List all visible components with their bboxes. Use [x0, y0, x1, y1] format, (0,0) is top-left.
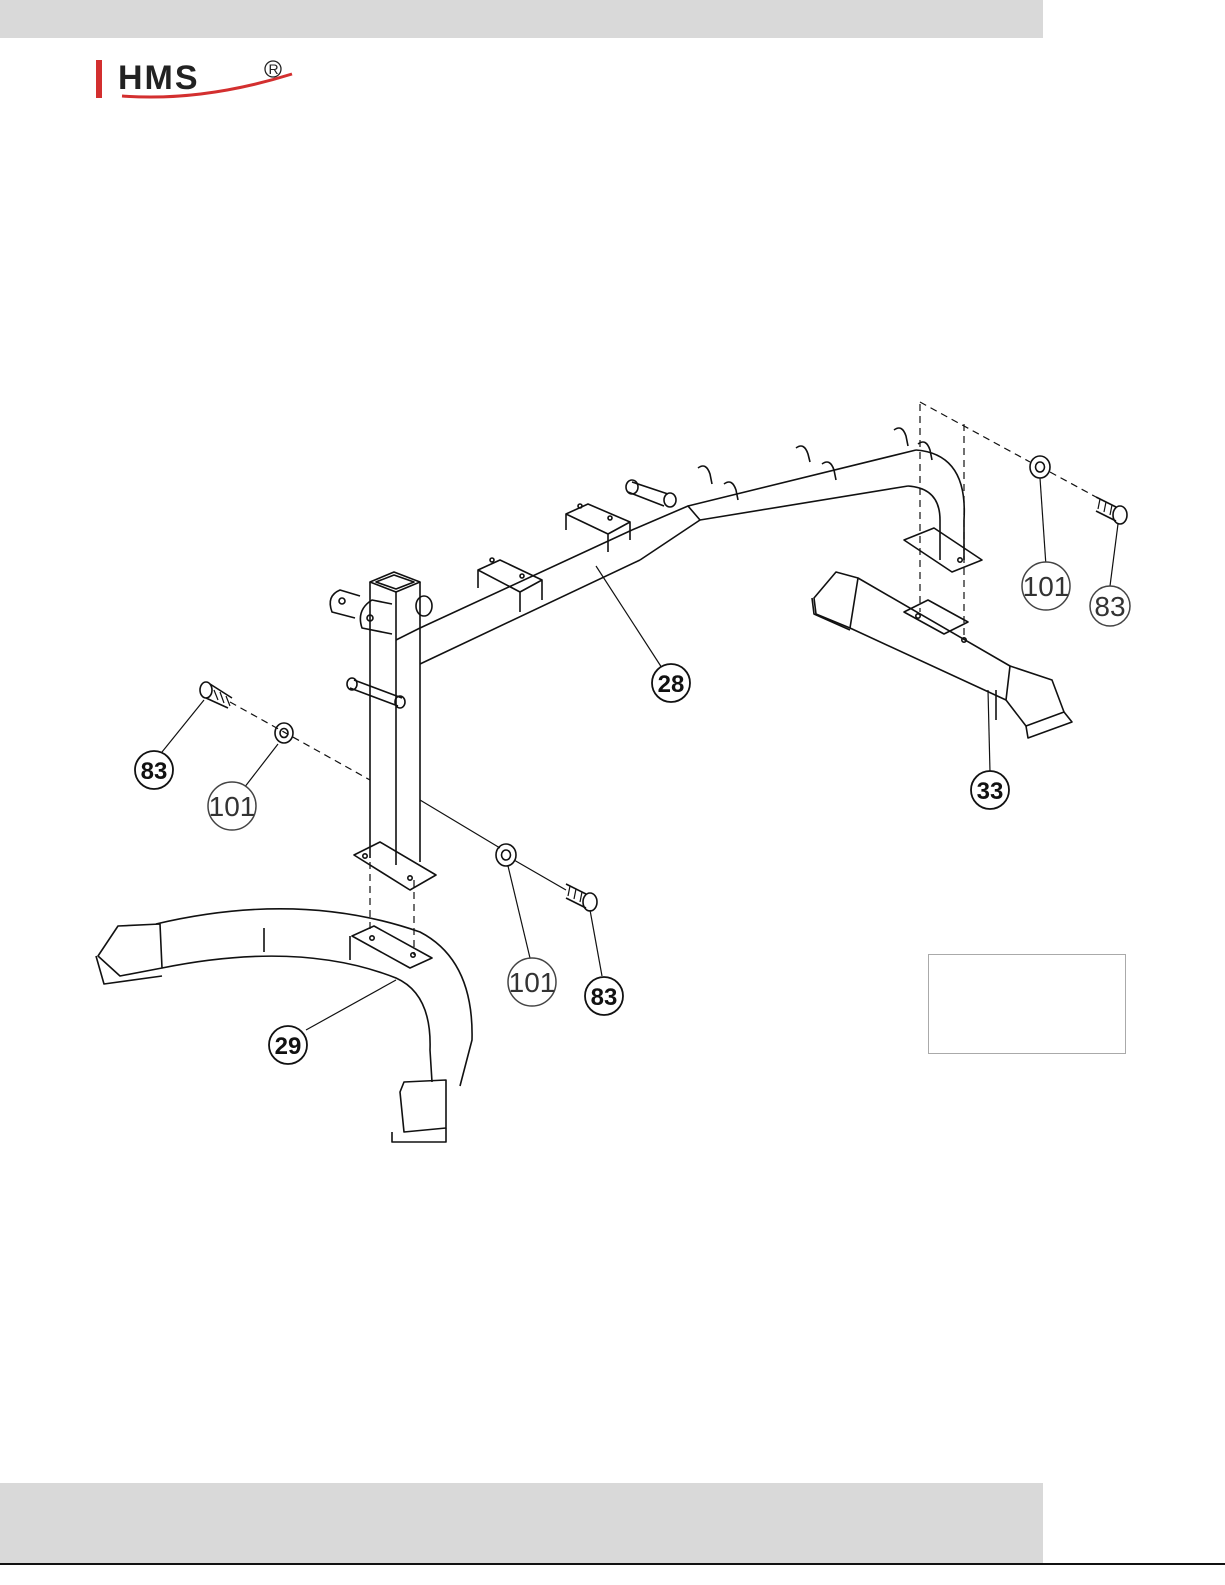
washer-right — [1030, 456, 1050, 478]
callout-83-right: 83 — [1090, 586, 1130, 626]
callout-101-right-label: 101 — [1023, 571, 1070, 602]
bolt-center — [566, 884, 597, 911]
callout-33-label: 33 — [977, 778, 1004, 805]
callout-33: 33 — [971, 771, 1009, 809]
bolt-right — [1096, 497, 1127, 524]
footer-band — [0, 1483, 1043, 1563]
callout-83-center: 83 — [585, 977, 623, 1015]
washer-left — [275, 723, 293, 743]
callout-29-label: 29 — [275, 1033, 302, 1060]
base-part-29 — [96, 909, 472, 1142]
header-band — [0, 0, 1043, 38]
callout-28: 28 — [652, 664, 690, 702]
callout-83-left: 83 — [135, 751, 173, 789]
callout-101-left-label: 101 — [209, 791, 256, 822]
callout-83-left-label: 83 — [141, 758, 168, 785]
callout-101-center-label: 101 — [509, 967, 556, 998]
hms-logo: HMS R — [92, 56, 312, 102]
registered-mark: R — [269, 61, 279, 77]
header-rule — [0, 38, 1043, 40]
callout-83-center-label: 83 — [591, 984, 618, 1011]
center-leader — [420, 800, 566, 890]
callout-101-left: 101 — [208, 782, 256, 830]
empty-note-box — [928, 954, 1126, 1054]
logo-accent-bar — [96, 60, 102, 98]
footer-rule — [0, 1563, 1225, 1565]
callout-83-right-label: 83 — [1094, 591, 1125, 622]
callout-28-label: 28 — [658, 671, 685, 698]
logo-wordmark: HMS — [118, 59, 200, 97]
callout-101-right: 101 — [1022, 562, 1070, 610]
callout-29: 29 — [269, 1026, 307, 1064]
bolt-left — [200, 682, 232, 708]
callout-101-center: 101 — [508, 958, 556, 1006]
